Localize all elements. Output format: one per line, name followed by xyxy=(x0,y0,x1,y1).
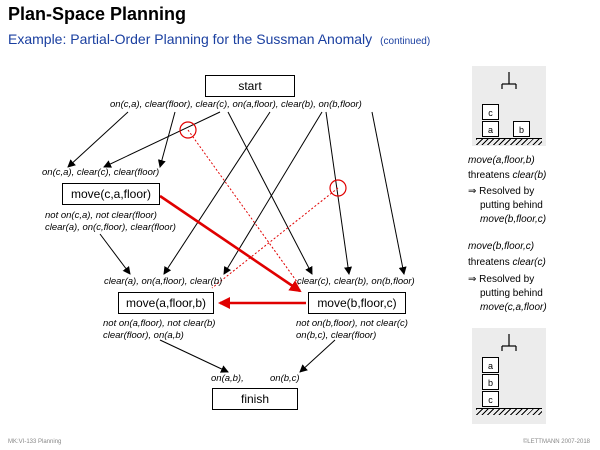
threat-circle-2 xyxy=(329,179,347,197)
move-c-a-floor-node: move(c,a,floor) xyxy=(62,183,160,205)
link-start-to-mc-clear-c xyxy=(103,111,221,168)
threat1-text: threatens clear(b) xyxy=(468,170,547,181)
move-a-floor-b-effects-positive: clear(floor), on(a,b) xyxy=(103,330,184,341)
move-b-floor-c-effects-positive: on(b,c), clear(floor) xyxy=(296,330,377,341)
threat1-action: move(a,floor,b) xyxy=(468,155,535,166)
block-c: c xyxy=(482,391,499,407)
threat-circle-1 xyxy=(179,121,197,139)
link-mc-to-ma-clear-a xyxy=(99,233,131,275)
resolved2-b: putting behind xyxy=(480,288,543,299)
floor xyxy=(476,138,542,145)
threat2-action: move(b,floor,c) xyxy=(468,241,535,252)
block-b: b xyxy=(482,374,499,390)
gripper-icon xyxy=(501,334,517,351)
goal-state-figure: a b c xyxy=(472,328,546,424)
link-start-to-mc-clear-floor xyxy=(157,111,176,168)
move-c-a-floor-effects-negative: not on(c,a), not clear(floor) xyxy=(45,210,157,221)
move-c-a-floor-preconditions: on(c,a), clear(c), clear(floor) xyxy=(42,167,160,178)
link-start-to-mb-on-b-floor xyxy=(371,111,407,275)
link-start-to-ma-on-a-floor xyxy=(163,111,271,275)
link-start-to-mb-clear-b xyxy=(325,111,352,275)
resolved2-c: move(c,a,floor) xyxy=(480,302,547,313)
move-b-floor-c-effects-negative: not on(b,floor), not clear(c) xyxy=(296,318,408,329)
move-b-floor-c-node: move(b,floor,c) xyxy=(308,292,406,314)
footer-left: MK:VI-133 Planning xyxy=(8,439,62,445)
subtitle-text: Example: Partial-Order Planning for the … xyxy=(8,31,373,47)
block-c: c xyxy=(482,104,499,120)
finish-precondition-1: on(a,b), xyxy=(211,373,244,384)
block-b: b xyxy=(513,121,530,137)
move-c-a-floor-effects-positive: clear(a), on(c,floor), clear(floor) xyxy=(45,222,176,233)
link-mb-to-finish xyxy=(299,339,336,373)
resolved2-a: ⇒ Resolved by xyxy=(468,274,535,285)
resolved1-c: move(b,floor,c) xyxy=(480,214,547,225)
start-node: start xyxy=(205,75,295,97)
threat-line-1 xyxy=(187,129,301,287)
gripper-icon xyxy=(501,72,517,89)
link-start-to-ma-clear-b xyxy=(223,111,323,275)
link-start-to-mb-clear-c xyxy=(227,111,313,275)
move-a-floor-b-preconditions: clear(a), on(a,floor), clear(b) xyxy=(104,276,223,287)
threat-line-2 xyxy=(211,187,339,289)
link-ma-to-finish xyxy=(159,339,229,373)
footer-right: ©LETTMANN 2007-2018 xyxy=(522,439,590,445)
page-subtitle: Example: Partial-Order Planning for the … xyxy=(8,31,430,47)
subtitle-note: (continued) xyxy=(380,36,431,47)
resolved1-b: putting behind xyxy=(480,200,543,211)
finish-precondition-2: on(b,c) xyxy=(270,373,300,384)
move-a-floor-b-node: move(a,floor,b) xyxy=(118,292,214,314)
link-start-to-mc-on-c-a xyxy=(67,111,129,168)
move-b-floor-c-preconditions: clear(c), clear(b), on(b,floor) xyxy=(297,276,415,287)
block-a: a xyxy=(482,121,499,137)
move-a-floor-b-effects-negative: not on(a,floor), not clear(b) xyxy=(103,318,216,329)
finish-node: finish xyxy=(212,388,298,410)
block-a: a xyxy=(482,357,499,373)
resolved1-a: ⇒ Resolved by xyxy=(468,186,535,197)
page-title: Plan-Space Planning xyxy=(8,4,187,24)
order-mc-before-mb xyxy=(159,194,302,293)
floor xyxy=(476,408,542,415)
initial-state-figure: c a b xyxy=(472,66,546,146)
start-effects-label: on(c,a), clear(floor), clear(c), on(a,fl… xyxy=(110,99,362,110)
threat2-text: threatens clear(c) xyxy=(468,257,546,268)
